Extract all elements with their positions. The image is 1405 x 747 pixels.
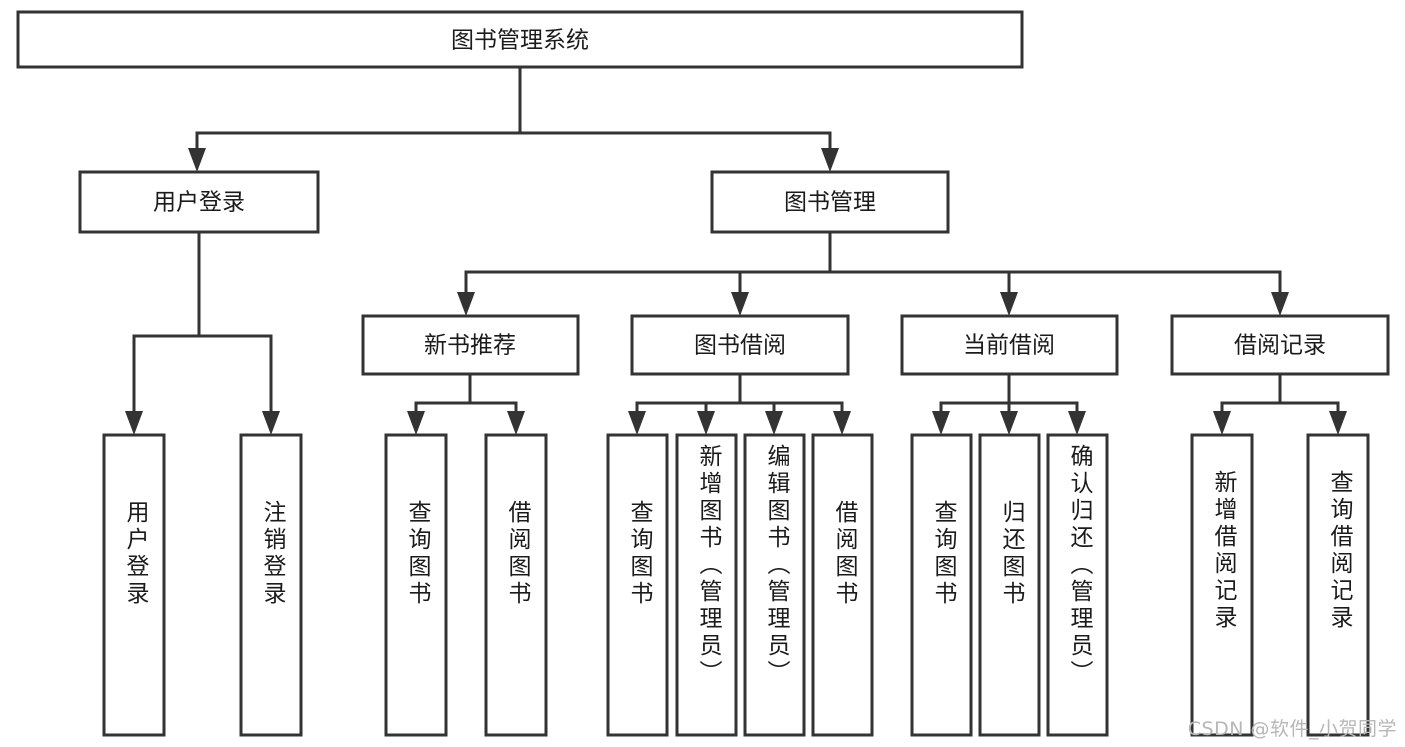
leaf-box-bb-1[interactable] (606, 433, 669, 737)
leaf-box-bb-2[interactable] (675, 433, 738, 737)
leaf-box-user-login-2[interactable] (239, 433, 303, 737)
arrowhead-current-borrow (1000, 292, 1018, 316)
arrowhead-book-borrow (731, 292, 749, 316)
connector-book-manage-to-level3 (457, 230, 1289, 316)
arrowhead-leaf-user-login-1 (125, 411, 143, 435)
csdn-watermark: CSDN @软件_小贺同学 (1187, 718, 1397, 740)
leaf-box-br-2[interactable] (1306, 433, 1370, 737)
arrowhead-leaf-bb-4 (833, 411, 851, 435)
arrowhead-leaf-nbr-2 (507, 411, 525, 435)
node-book-borrow-box[interactable] (630, 314, 850, 376)
connector-current-borrow-to-leaves (932, 372, 1086, 435)
node-user-login[interactable]: 用户登录 (78, 170, 320, 234)
node-current-borrow-box[interactable] (900, 314, 1119, 376)
connector-root-to-level2 (188, 65, 839, 172)
arrowhead-user-login (188, 148, 206, 172)
node-current-borrow[interactable]: 当前借阅 (900, 314, 1119, 376)
leaf-box-cb-2[interactable] (978, 433, 1041, 737)
arrowhead-leaf-br-2 (1329, 411, 1347, 435)
leaf-box-cb-1[interactable] (910, 433, 973, 737)
leaf-box-bb-3[interactable] (743, 433, 806, 737)
node-new-book-recommend-box[interactable] (361, 314, 580, 376)
arrowhead-leaf-bb-1 (628, 411, 646, 435)
arrowhead-borrow-record (1271, 292, 1289, 316)
node-book-borrow-label: 图书借阅 (694, 333, 786, 359)
node-book-borrow[interactable]: 图书借阅 (630, 314, 850, 376)
arrowhead-leaf-user-login-2 (262, 411, 280, 435)
node-borrow-record[interactable]: 借阅记录 (1170, 314, 1390, 376)
arrowhead-leaf-bb-2 (697, 411, 715, 435)
leaf-box-br-1[interactable] (1190, 433, 1254, 737)
leaf-box-bb-4[interactable] (811, 433, 874, 737)
arrowhead-new-book-recommend (457, 292, 475, 316)
leaf-box-nbr-2[interactable] (484, 433, 548, 737)
node-root[interactable]: 图书管理系统 (16, 10, 1024, 69)
arrowhead-leaf-br-1 (1213, 411, 1231, 435)
node-new-book-recommend[interactable]: 新书推荐 (361, 314, 580, 376)
arrowhead-leaf-cb-2 (1000, 411, 1018, 435)
node-new-book-recommend-label: 新书推荐 (424, 333, 516, 359)
connector-user-login-to-leaves (125, 230, 280, 435)
arrowhead-leaf-bb-3 (765, 411, 783, 435)
arrowhead-leaf-cb-3 (1068, 411, 1086, 435)
node-borrow-record-label: 借阅记录 (1234, 333, 1326, 359)
arrowhead-book-manage (821, 148, 839, 172)
arrowhead-leaf-nbr-1 (407, 411, 425, 435)
leaf-box-user-login-1[interactable] (102, 433, 166, 737)
node-book-manage-label: 图书管理 (784, 190, 876, 216)
connector-book-borrow-to-leaves (628, 372, 851, 435)
arrowhead-leaf-cb-1 (932, 411, 950, 435)
node-root-label: 图书管理系统 (451, 28, 589, 54)
node-user-login-label: 用户登录 (153, 190, 245, 216)
node-current-borrow-label: 当前借阅 (963, 333, 1055, 359)
node-book-manage[interactable]: 图书管理 (710, 170, 950, 234)
leaf-box-nbr-1[interactable] (384, 433, 448, 737)
leaf-box-cb-3[interactable] (1046, 433, 1109, 737)
node-borrow-record-box[interactable] (1170, 314, 1390, 376)
connector-new-book-recommend-to-leaves (407, 372, 525, 435)
node-root-box[interactable] (16, 10, 1024, 69)
node-book-manage-box[interactable] (710, 170, 950, 234)
connector-borrow-record-to-leaves (1213, 372, 1347, 435)
